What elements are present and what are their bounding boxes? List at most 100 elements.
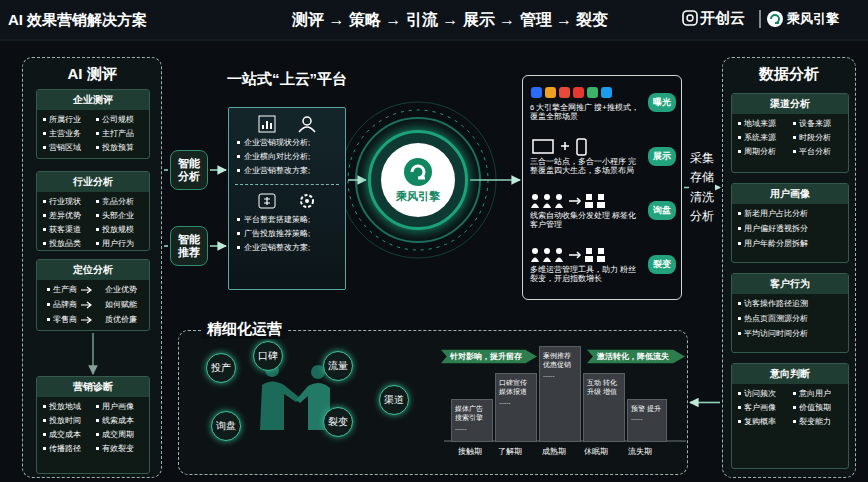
connector — [690, 402, 720, 404]
item-text: 热点页面溯源分析 — [736, 314, 844, 323]
item-text: 投放规模 — [94, 225, 145, 234]
bubble-text: 渠道 — [384, 394, 404, 407]
list-item: 广告投放推荐策略; — [235, 229, 339, 239]
item-text: 平均访问时间分析 — [736, 329, 844, 338]
item-text: 投放时间 — [41, 416, 92, 425]
phase-bar: 口碑宣传 媒体报道 ...... — [495, 373, 537, 442]
factor-bubble: 流量 — [323, 351, 353, 381]
factor-bubble: 裂变 — [323, 407, 353, 437]
connector — [470, 179, 520, 181]
engine-name: 乘风引擎 — [396, 189, 440, 204]
list-item: 企业营销现状分析; — [235, 138, 339, 148]
feature-tag: 展示 — [648, 147, 676, 166]
item-text: 投放地域 — [41, 402, 92, 411]
feature-row: 三合一站点，多合一小程序 完整覆盖四大生态，多场景布局展示 — [527, 135, 679, 187]
item-text: 所属行业 — [41, 115, 92, 124]
analysis-card: 企业测评所属行业公司规模主营业务主打产品营销区域投放预算 — [36, 89, 150, 159]
item-text: 裂变能力 — [791, 417, 844, 426]
item-text: 行业现状 — [41, 197, 92, 206]
card-heading: 客户行为 — [732, 274, 848, 294]
analysis-card: 渠道分析地域来源设备来源系统来源时段分析周期分析平台分析 — [731, 93, 849, 173]
flow-caption: 测评 → 策略 → 引流 → 展示 → 管理 → 裂变 — [292, 10, 608, 31]
list-item: 企业营销整改方案; — [235, 166, 339, 176]
phase-label: 了解期 — [498, 446, 522, 457]
platform-icons — [237, 191, 337, 211]
feature-icons — [531, 138, 641, 156]
item-text: 系统来源 — [736, 133, 789, 142]
platform-box: 一站式“上云”平台企业营销现状分析;企业横向对比分析;企业营销整改方案;平台整套… — [228, 107, 346, 290]
item-text: 用户行为 — [94, 239, 145, 248]
list-item: 平台整套搭建策略; — [235, 215, 339, 225]
connector — [210, 169, 226, 171]
bubble-text: 裂变 — [328, 416, 348, 429]
feature-row: 多维运营管理工具，助力 粉丝裂变，开启指数增长裂变 — [527, 243, 679, 297]
item-text: 公司规模 — [94, 115, 145, 124]
brand-name: 开创云 — [700, 9, 745, 28]
item-text: 成交周期 — [94, 430, 145, 439]
item-text: 访问频次 — [736, 389, 789, 398]
bar-text: 案例推荐 优惠促销 ...... — [543, 351, 577, 379]
pair-arrow — [80, 286, 94, 294]
item-text: 获客渠道 — [41, 225, 92, 234]
factor-bubble: 投产 — [206, 353, 236, 383]
operation-panel: 精细化运营投产口碑流量询盘裂变渠道针对影响，提升留存激活转化，降低流失媒体广告 … — [178, 330, 688, 475]
phase-bar: 案例推荐 优惠促销 ...... — [539, 346, 581, 442]
header-logo — [683, 10, 783, 28]
analysis-card: 用户画像新老用户占比分析用户偏好透视拆分用户年龄分层拆解 — [731, 183, 849, 263]
factor-bubble: 口碑 — [253, 341, 283, 371]
analysis-card: 客户行为访客操作路径追溯热点页面溯源分析平均访问时间分析 — [731, 273, 849, 353]
connector — [164, 245, 168, 247]
step-pill: 智能分析 — [170, 150, 208, 190]
item-text: 投放预算 — [94, 143, 145, 152]
phase-label: 流失期 — [628, 446, 652, 457]
phase-label: 休眠期 — [584, 446, 608, 457]
feature-tag: 曝光 — [648, 93, 676, 112]
feature-row: 6 大引擎全网推广 搜+推模式，覆盖全部场景曝光 — [527, 81, 679, 133]
bubble-text: 投产 — [211, 362, 231, 375]
item-text: 线索成本 — [94, 416, 145, 425]
feature-icons — [531, 192, 641, 210]
item-text: 周期分析 — [736, 147, 789, 156]
pair-row: 生产商企业优势 — [45, 285, 145, 295]
phase-bar: 媒体广告 搜索引擎 ...... — [451, 399, 493, 442]
card-heading: 渠道分析 — [732, 94, 848, 114]
item-grid: 访问频次意向用户客户画像价值预期复购概率裂变能力 — [736, 389, 844, 426]
phase-bar: 互动 转化 升级 增值 — [583, 373, 625, 442]
brand-name: 乘风引擎 — [787, 10, 839, 28]
item-text: 用户年龄分层拆解 — [736, 239, 844, 248]
item-text: 有效裂变 — [94, 444, 145, 453]
item-text: 零售商 — [45, 315, 77, 325]
platform-heading: 一站式“上云”平台 — [227, 70, 347, 89]
analysis-card: 意向判断访问频次意向用户客户画像价值预期复购概率裂变能力 — [731, 363, 849, 469]
engine-logo — [403, 157, 433, 187]
item-grid: 访客操作路径追溯热点页面溯源分析平均访问时间分析 — [736, 299, 844, 338]
item-text: 品牌商 — [45, 300, 77, 310]
card-heading: 营销诊断 — [37, 377, 149, 397]
pill-text: 智能推荐 — [177, 233, 201, 259]
feature-tag: 裂变 — [648, 255, 676, 274]
feature-row: 线索自动收集分发处理 标签化客户管理询盘 — [527, 189, 679, 241]
item-text: 生产商 — [45, 285, 77, 295]
item-text: 传播路径 — [41, 444, 92, 453]
item-text: 营销区域 — [41, 143, 92, 152]
item-text: 价值预期 — [791, 403, 844, 412]
connector — [164, 169, 168, 171]
engine-core: 乘风引擎 — [381, 143, 455, 217]
card-heading: 用户画像 — [732, 184, 848, 204]
feature-text: 三合一站点，多合一小程序 完整覆盖四大生态，多场景布局 — [530, 157, 643, 176]
panel-heading: AI 测评 — [23, 65, 161, 84]
item-grid: 所属行业公司规模主营业务主打产品营销区域投放预算 — [41, 115, 145, 152]
factor-bubble: 渠道 — [379, 385, 409, 415]
item-text: 客户画像 — [736, 403, 789, 412]
section-panel: AI 测评企业测评所属行业公司规模主营业务主打产品营销区域投放预算行业分析行业现… — [22, 57, 162, 478]
item-text: 用户画像 — [94, 402, 145, 411]
item-grid: 行业现状竞品分析差异优势头部企业获客渠道投放规模投放品类用户行为 — [41, 197, 145, 248]
item-text: 头部企业 — [94, 211, 145, 220]
pair-row: 品牌商如何赋能 — [45, 300, 145, 310]
item-text: 平台分析 — [791, 147, 844, 156]
section-panel: 数据分析渠道分析地域来源设备来源系统来源时段分析周期分析平台分析用户画像新老用户… — [722, 57, 856, 478]
analysis-card: 营销诊断投放地域用户画像投放时间线索成本成交成本成交周期传播路径有效裂变 — [36, 376, 150, 474]
header-band — [0, 0, 868, 40]
panel-heading: 精细化运营 — [201, 320, 288, 339]
band-text: 激活转化，降低流失 — [597, 351, 675, 362]
